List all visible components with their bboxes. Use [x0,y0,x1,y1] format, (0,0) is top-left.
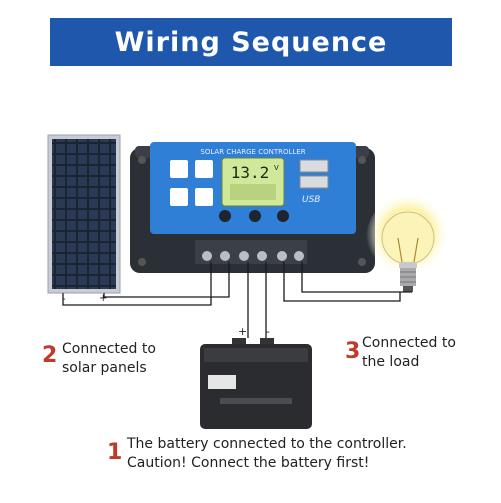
battery-minus: - [266,325,270,338]
wires [62,262,412,338]
up-button[interactable] [249,210,261,222]
terminal-block [195,240,307,264]
caption-line: the load [362,354,420,370]
step-caption: Connected to solar panels [62,340,156,378]
caption-line: Connected to [362,335,456,351]
load-positive-wire [283,262,401,302]
charge-controller: SOLAR CHARGE CONTROLLER 13.2 V USB [130,142,375,273]
display-unit: V [274,164,279,172]
title-banner: Wiring Sequence [50,18,452,66]
step-caption: The battery connected to the controller.… [127,435,407,473]
step-number: 2 [42,343,58,368]
polarity-plus: + [99,293,107,304]
polarity-minus: - [62,294,66,305]
display-voltage: 13.2 [231,163,270,182]
light-bulb [366,196,450,292]
battery-plus: + [238,325,247,338]
usb-label: USB [302,195,320,205]
caption-line: The battery connected to the controller. [127,436,407,452]
battery [200,338,312,429]
caption-line: Caution! Connect the battery first! [127,455,370,471]
caption-line: solar panels [62,360,147,376]
step-caption: Connected to the load [362,334,456,372]
display-status [230,184,276,200]
load-negative-wire [301,262,412,293]
solar-panel [47,134,121,294]
usb-port-icon [299,159,329,173]
page-title: Wiring Sequence [114,26,388,58]
lock-icon [195,188,213,206]
timer-icon [170,188,188,206]
mode-icon [170,160,188,178]
step-number: 3 [345,339,361,364]
controller-label: SOLAR CHARGE CONTROLLER [200,148,305,156]
down-button[interactable] [277,210,289,222]
usb-port-icon [299,175,329,189]
step-number: 1 [107,440,123,465]
setting-icon [195,160,213,178]
menu-button[interactable] [219,210,231,222]
solar-negative-wire [62,262,212,306]
solar-positive-wire [103,262,230,298]
caption-line: Connected to [62,341,156,357]
